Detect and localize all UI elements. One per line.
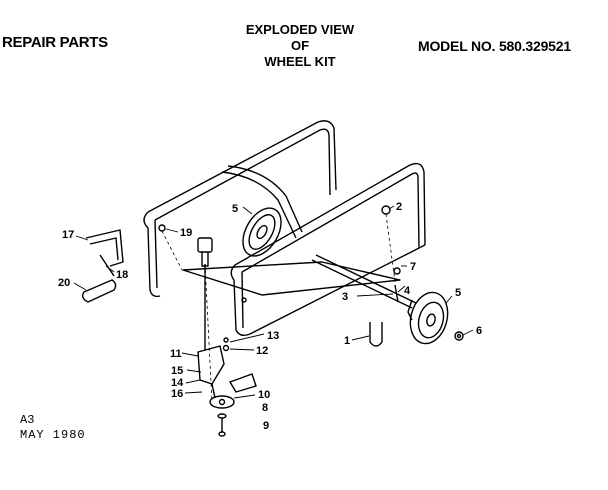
part-label-14: 14: [171, 377, 184, 389]
part-label-19: 19: [180, 227, 192, 239]
fitting: [197, 237, 213, 267]
title-line-2: OF: [290, 38, 310, 53]
part-label-18: 18: [116, 269, 128, 281]
part-label-4: 4: [404, 285, 411, 297]
part-label-13: 13: [267, 330, 279, 342]
part-label-3: 3: [342, 291, 348, 303]
diagram-title: EXPLODED VIEW OF WHEEL KIT: [200, 22, 400, 70]
title-line-1: EXPLODED VIEW: [245, 22, 355, 37]
hardware-bolts: [222, 297, 247, 352]
footer-code: A3: [20, 413, 35, 427]
part-label-1: 1: [344, 335, 350, 347]
nut-part-2: [381, 205, 391, 215]
part-label-17: 17: [62, 229, 74, 241]
end-cap: [158, 224, 166, 232]
clip-part-7: [393, 267, 401, 275]
frame-base-plate: [182, 261, 401, 296]
part-label-7: 7: [410, 261, 416, 273]
part-label-20: 20: [58, 277, 70, 289]
frame-back-rail: [143, 120, 337, 298]
wheel-right: [407, 291, 449, 345]
axle: [311, 254, 417, 309]
repair-parts-heading: REPAIR PARTS: [2, 34, 108, 51]
part-label-11: 11: [170, 348, 182, 360]
title-line-3: WHEEL KIT: [264, 54, 336, 69]
part-label-16: 16: [171, 388, 183, 400]
part-label-15: 15: [171, 365, 183, 377]
frame-front-rail: [230, 162, 426, 337]
part-label-5-left: 5: [232, 203, 238, 215]
part-label-2: 2: [396, 201, 402, 213]
part-label-12: 12: [256, 345, 268, 357]
part-label-8: 8: [262, 402, 268, 414]
part-label-5-right: 5: [455, 287, 461, 299]
u-bolt: [369, 322, 383, 347]
spacer-part-4: [394, 284, 399, 303]
part-label-10: 10: [258, 389, 270, 401]
washer-part-6: [454, 331, 464, 341]
frame-top-crossbar: [221, 165, 303, 239]
wheel-left: [242, 207, 282, 257]
handle-grip: [81, 279, 117, 303]
part-label-9: 9: [263, 420, 269, 432]
part-label-6: 6: [476, 325, 482, 337]
support-leg-assembly: [197, 264, 257, 437]
handle-assembly: [85, 229, 124, 277]
model-number: MODEL NO. 580.329521: [418, 38, 571, 54]
footer-date: MAY 1980: [20, 428, 86, 442]
